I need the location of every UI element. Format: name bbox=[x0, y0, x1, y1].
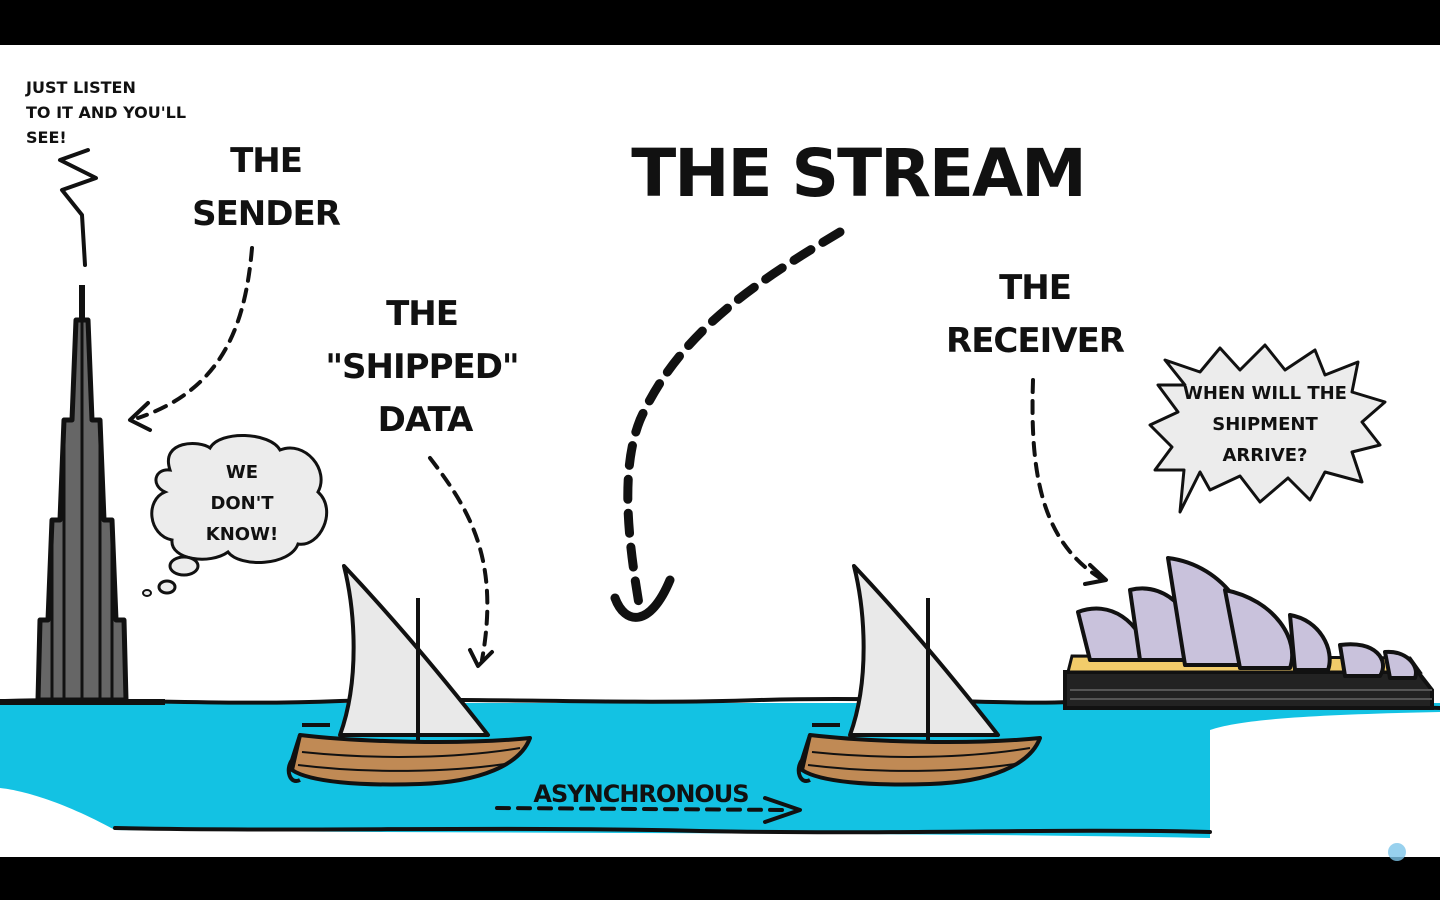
stream-arrow bbox=[623, 227, 845, 615]
shout-bubble: WHEN WILL THE SHIPMENT ARRIVE? bbox=[1148, 343, 1387, 514]
receiver-label-line2: RECEIVER bbox=[946, 321, 1125, 361]
shipped-arrow bbox=[428, 456, 490, 662]
shout-line1: WHEN WILL THE bbox=[1183, 383, 1347, 404]
receiver-arrow bbox=[1030, 378, 1102, 580]
async-label: ASYNCHRONOUS bbox=[533, 780, 748, 808]
async-arrowhead bbox=[763, 796, 802, 824]
opera-house-icon bbox=[1063, 556, 1434, 710]
sender-label-line1: THE bbox=[230, 141, 302, 181]
boat-icon bbox=[286, 564, 532, 787]
stream-arrowhead bbox=[610, 575, 675, 622]
receiver-arrowhead bbox=[1083, 563, 1108, 586]
shipped-label-line3: DATA bbox=[378, 400, 474, 440]
async-arrow bbox=[495, 806, 792, 812]
sender-label-line2: SENDER bbox=[192, 194, 341, 234]
tower-note-line3: SEE! bbox=[26, 128, 67, 147]
boat-icon bbox=[796, 564, 1042, 787]
tower-icon bbox=[0, 148, 165, 705]
thought-line3: KNOW! bbox=[206, 524, 278, 545]
watermark-icon bbox=[1388, 843, 1406, 861]
tower-note-line2: TO IT AND YOU'LL bbox=[26, 103, 186, 122]
thought-bubble: WE DON'T KNOW! bbox=[142, 434, 329, 597]
shout-line3: ARRIVE? bbox=[1222, 445, 1307, 466]
letterbox-top bbox=[0, 0, 1440, 45]
water bbox=[0, 696, 1440, 838]
sender-arrow bbox=[136, 246, 254, 420]
thought-line1: WE bbox=[226, 462, 258, 483]
shipped-label-line2: "SHIPPED" bbox=[325, 347, 518, 387]
letterbox-bottom bbox=[0, 857, 1440, 900]
shout-line2: SHIPMENT bbox=[1212, 414, 1318, 435]
shipped-label-line1: THE bbox=[386, 294, 458, 334]
sender-arrowhead bbox=[128, 401, 152, 432]
diagram-title: THE STREAM bbox=[631, 135, 1085, 212]
tower-note: JUST LISTEN TO IT AND YOU'LL SEE! bbox=[25, 78, 186, 147]
thought-line2: DON'T bbox=[210, 493, 274, 514]
receiver-label-line1: THE bbox=[999, 268, 1071, 308]
shipped-arrowhead bbox=[468, 648, 494, 668]
tower-note-line1: JUST LISTEN bbox=[25, 78, 136, 97]
